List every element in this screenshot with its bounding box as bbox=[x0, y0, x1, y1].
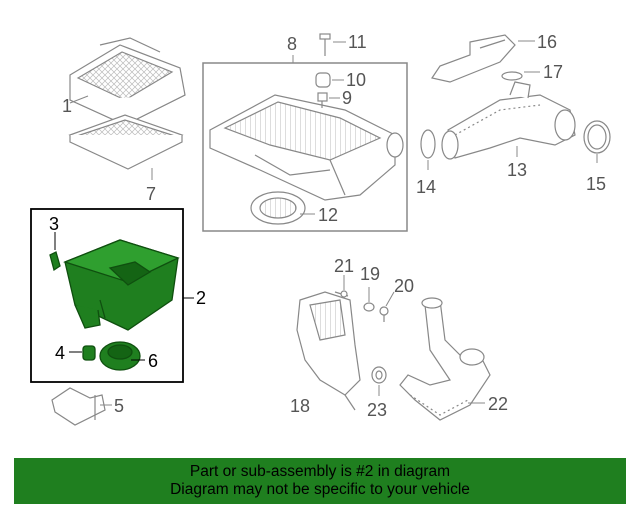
part-1-air-cleaner-cover bbox=[69, 37, 186, 126]
callout-20: 20 bbox=[394, 276, 414, 296]
callout-22: 22 bbox=[488, 394, 508, 414]
callout-1: 1 bbox=[62, 96, 72, 116]
part-2-air-cleaner-case bbox=[63, 239, 180, 331]
callout-16: 16 bbox=[537, 32, 557, 52]
part-4-grommet bbox=[82, 345, 96, 361]
part-14-o-ring bbox=[420, 129, 436, 159]
group-box-2 bbox=[30, 208, 184, 383]
callout-18: 18 bbox=[290, 396, 310, 416]
callout-6: 6 bbox=[148, 351, 158, 371]
part-12-intake-tube bbox=[250, 191, 306, 225]
callout-23: 23 bbox=[367, 400, 387, 420]
leader-20 bbox=[385, 291, 395, 307]
part-21-screw bbox=[334, 290, 349, 298]
part-20-bolt bbox=[379, 306, 389, 322]
group-box-8 bbox=[202, 62, 408, 232]
callout-5: 5 bbox=[114, 396, 124, 416]
callout-13: 13 bbox=[507, 160, 527, 180]
callout-21: 21 bbox=[334, 256, 354, 276]
callout-12: 12 bbox=[318, 205, 338, 225]
callout-11: 11 bbox=[348, 32, 367, 52]
callout-4: 4 bbox=[55, 343, 65, 363]
notice-banner: Part or sub-assembly is #2 in diagram Di… bbox=[14, 458, 626, 504]
leader-1 bbox=[69, 95, 89, 104]
callout-19: 19 bbox=[360, 264, 380, 284]
part-6-intake-duct bbox=[99, 341, 141, 371]
part-19-collar bbox=[363, 302, 375, 312]
part-17-clamp bbox=[501, 71, 523, 81]
callout-10: 10 bbox=[346, 70, 366, 90]
callout-14: 14 bbox=[416, 177, 436, 197]
callout-17: 17 bbox=[543, 62, 563, 82]
part-23-grommet bbox=[371, 366, 387, 384]
part-10-grommet bbox=[315, 72, 331, 88]
part-16-intake-duct-bracket bbox=[431, 34, 516, 83]
callout-8: 8 bbox=[287, 34, 297, 54]
part-9-collar bbox=[317, 92, 328, 108]
part-5-bracket bbox=[51, 387, 106, 426]
part-8-resonator-housing bbox=[209, 94, 404, 201]
part-3-clip bbox=[49, 251, 61, 272]
callout-3: 3 bbox=[49, 214, 59, 234]
part-13-intake-hose bbox=[441, 81, 576, 160]
notice-line-2: Diagram may not be specific to your vehi… bbox=[170, 481, 470, 498]
part-18-resonator-chamber bbox=[296, 291, 361, 411]
part-22-air-inlet-duct bbox=[399, 297, 491, 421]
part-11-bolt bbox=[319, 33, 331, 56]
callout-9: 9 bbox=[342, 88, 352, 108]
part-15-hose-clamp bbox=[583, 120, 611, 154]
notice-line-1: Part or sub-assembly is #2 in diagram bbox=[189, 463, 451, 480]
callout-15: 15 bbox=[586, 174, 606, 194]
callout-7: 7 bbox=[146, 184, 156, 204]
part-7-air-filter-element bbox=[68, 114, 184, 170]
callout-2: 2 bbox=[196, 288, 206, 308]
